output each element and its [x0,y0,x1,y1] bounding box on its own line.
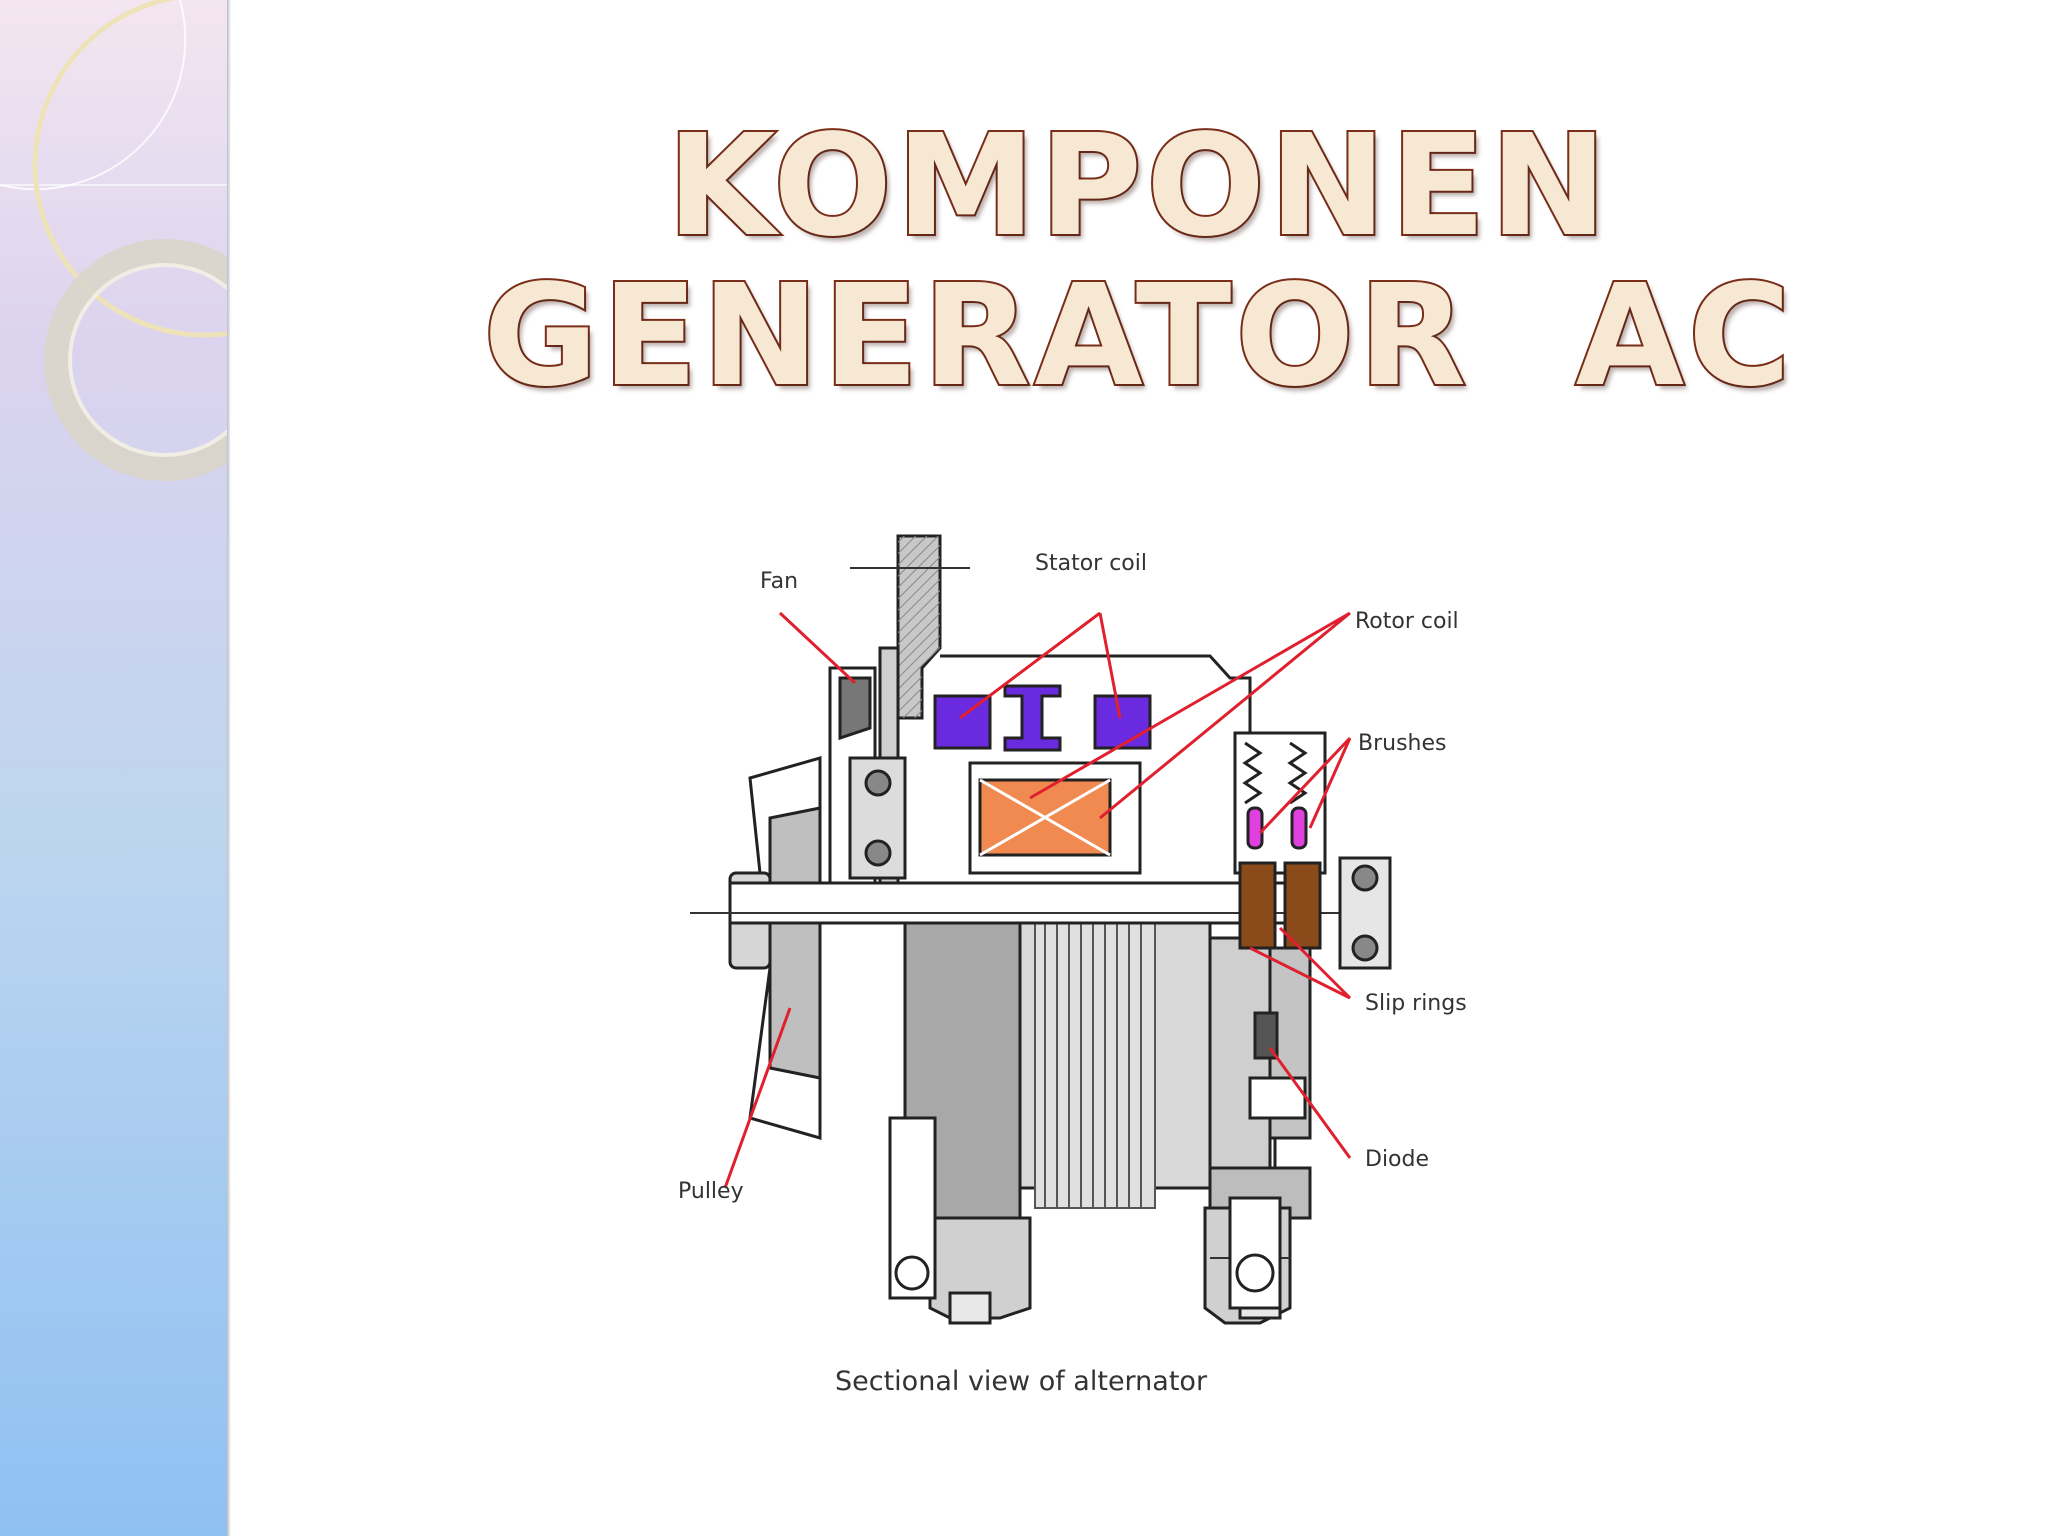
slip-rings-shape [1238,861,1322,950]
label-stator-coil: Stator coil [1035,551,1147,576]
figure-caption: Sectional view of alternator [835,1366,1208,1397]
stator-core [1034,887,1156,1209]
rotor-coil-shape [968,761,1142,875]
stator-coil-shape [933,684,1152,752]
title-line-2: GENERATOR AC [481,255,1795,418]
title-line-1: KOMPONEN [665,105,1612,268]
front-bearing [848,756,907,880]
pulley [728,756,822,1140]
alternator-sectional-diagram: Fan Stator coil Rotor coil Brushes Slip … [650,518,1510,1422]
label-rotor-coil: Rotor coil [1355,609,1459,634]
label-slip-rings: Slip rings [1365,991,1467,1016]
label-diode: Diode [1365,1147,1429,1172]
rotor-shaft [728,881,1302,925]
side-band-edge [227,0,231,1536]
decorative-rings [0,0,227,481]
label-fan: Fan [760,569,798,594]
label-pulley: Pulley [678,1179,744,1204]
leader-lines [723,611,1352,1189]
slide-title: KOMPONEN GENERATOR AC [230,105,2048,418]
mounting-feet [888,1116,1282,1310]
brush-holder [1233,731,1327,875]
rear-bearing [1338,856,1392,970]
label-brushes: Brushes [1358,731,1446,756]
decorative-side-band [0,0,227,1536]
